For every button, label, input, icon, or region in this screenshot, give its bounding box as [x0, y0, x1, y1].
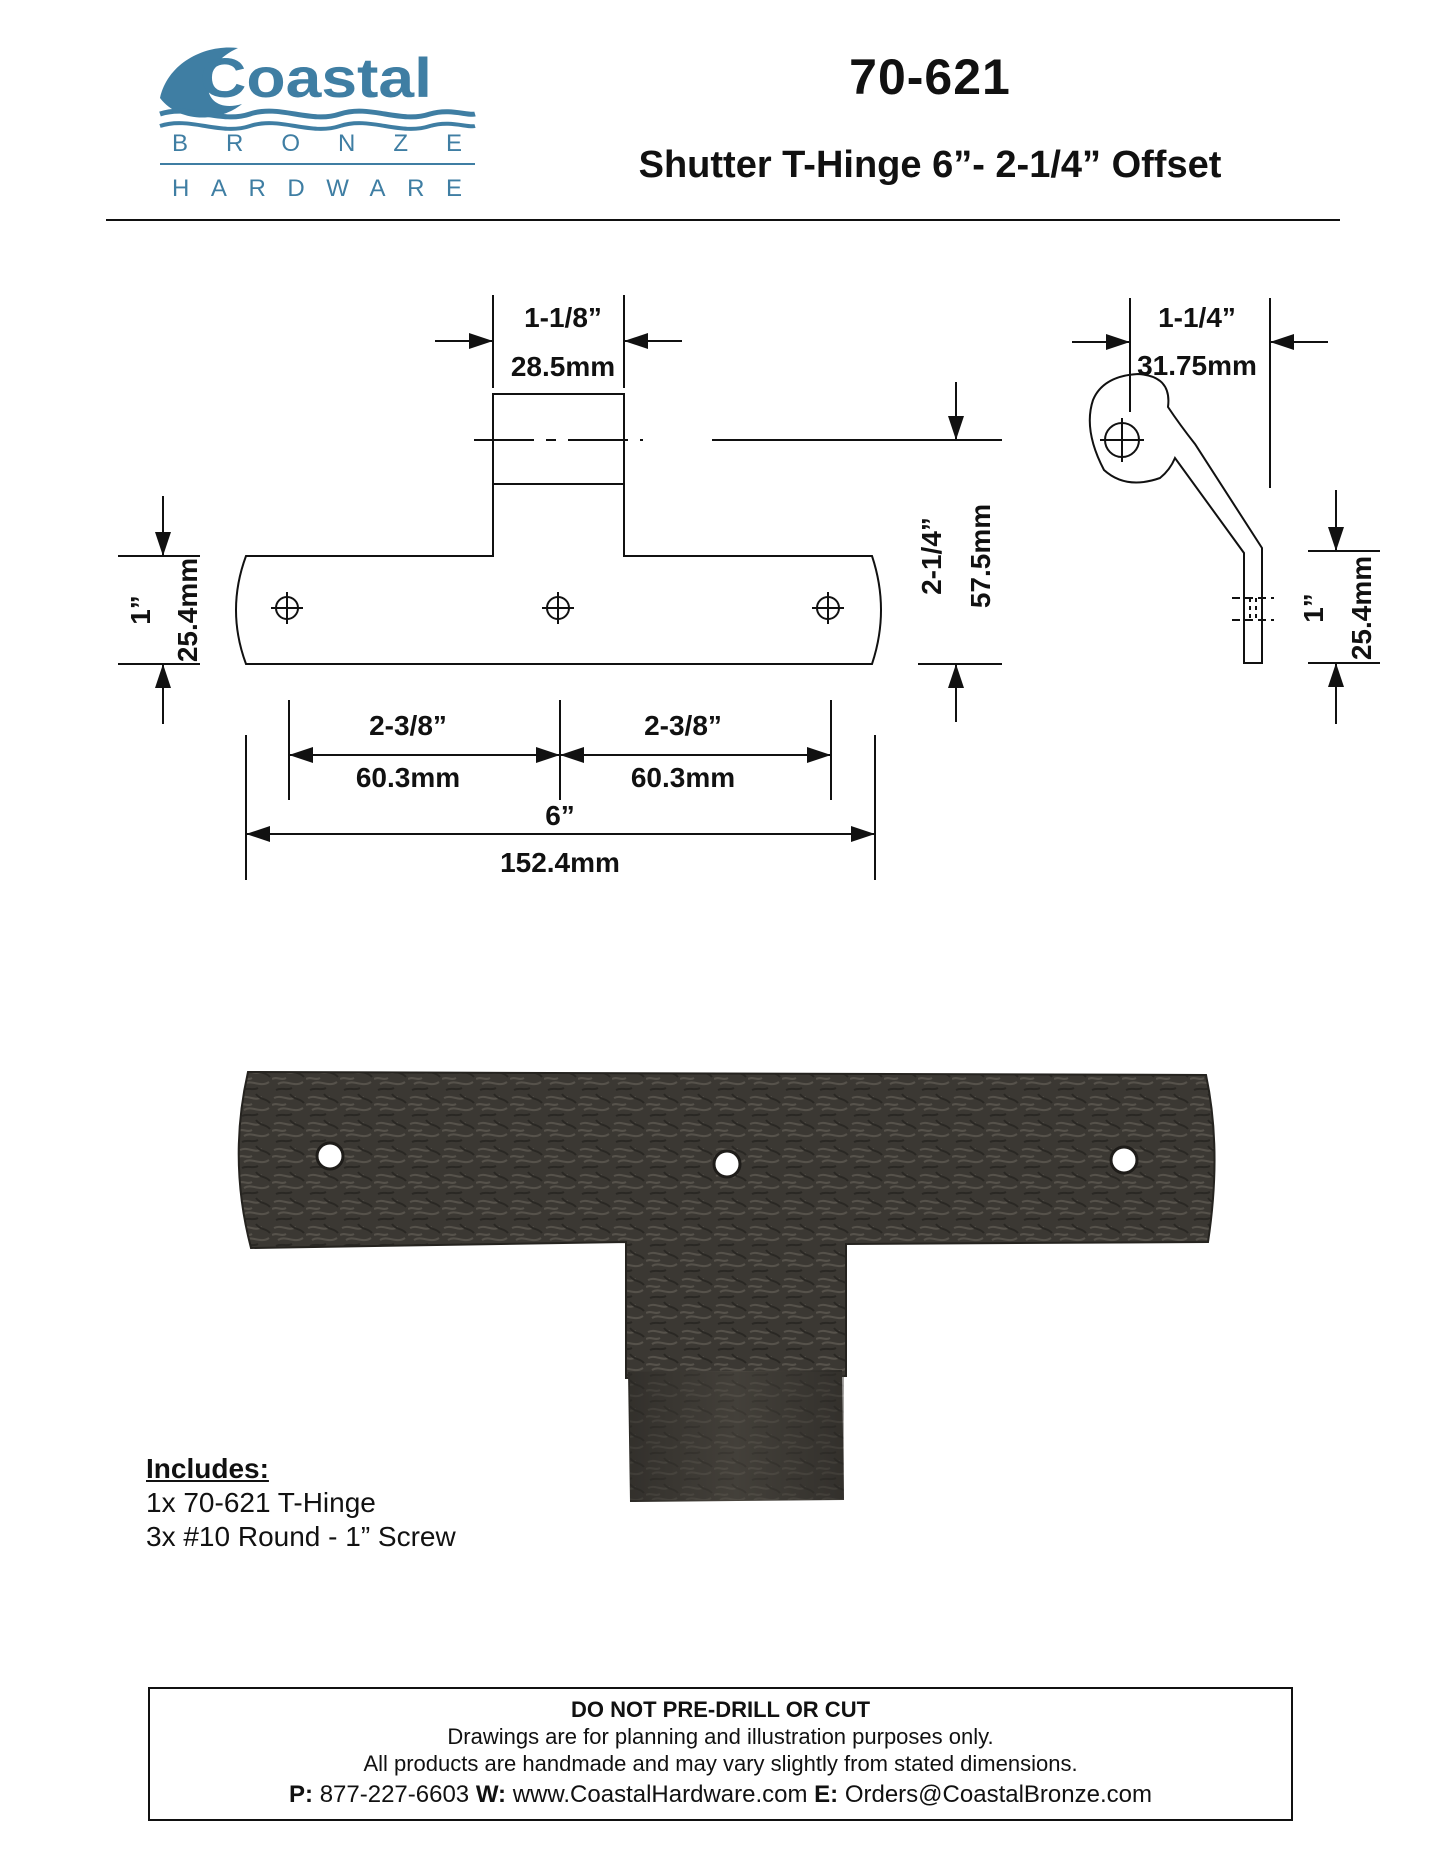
- includes-section: Includes: 1x 70-621 T-Hinge 3x #10 Round…: [146, 1452, 456, 1554]
- label-hole-spacing-left-mm: 60.3mm: [356, 762, 460, 793]
- includes-item: 3x #10 Round - 1” Screw: [146, 1521, 456, 1552]
- web-key: W:: [475, 1781, 507, 1808]
- screw-hole-right: [812, 592, 844, 624]
- email-key: E:: [814, 1781, 839, 1808]
- logo-divider: [160, 163, 475, 165]
- label-offset-in: 2-1/4”: [916, 517, 947, 595]
- label-tab-width-mm: 28.5mm: [511, 351, 615, 382]
- photo-hinge-strap: [237, 1070, 1216, 1380]
- label-offset-mm: 57.5mm: [965, 504, 996, 608]
- label-overall-length-in: 6”: [545, 800, 575, 831]
- logo-wave-line-2: [159, 121, 476, 131]
- phone-key: P:: [289, 1781, 314, 1808]
- side-view-outline: [1088, 372, 1263, 664]
- phone-number[interactable]: 877-227-6603: [319, 1781, 470, 1808]
- disclaimer-warning: DO NOT PRE-DRILL OR CUT: [570, 1697, 871, 1722]
- part-number: 70-621: [849, 49, 1011, 105]
- logo-wave-line-1: [159, 108, 476, 120]
- logo-wordmark: Coastal: [200, 46, 432, 109]
- photo-screw-hole-left: [315, 1141, 345, 1171]
- label-hole-spacing-left-in: 2-3/8”: [369, 710, 447, 741]
- label-tab-width-in: 1-1/8”: [524, 302, 602, 333]
- disclaimer-line-1: Drawings are for planning and illustrati…: [447, 1724, 994, 1749]
- label-strap-height-mm: 25.4mm: [172, 558, 203, 662]
- logo-wave-c: [160, 47, 242, 118]
- contact-line: P: 877-227-6603 W: www.CoastalHardware.c…: [150, 1778, 1291, 1812]
- photo-screw-hole-center: [712, 1149, 742, 1179]
- photo-screw-hole-right: [1109, 1145, 1139, 1175]
- screw-hole-left: [271, 592, 303, 624]
- coastal-bronze-hardware-logo: Coastal BRONZE HARDWARE: [159, 46, 476, 202]
- label-hole-spacing-right-mm: 60.3mm: [631, 762, 735, 793]
- product-title: Shutter T-Hinge 6”- 2-1/4” Offset: [638, 144, 1222, 186]
- disclaimer-box: DO NOT PRE-DRILL OR CUT Drawings are for…: [148, 1687, 1293, 1821]
- technical-drawings: 1-1/8” 28.5mm 1” 25.4mm 2-1/4” 57.5mm 2-…: [118, 295, 1380, 880]
- hinge-product-photo: [237, 1070, 1216, 1502]
- header-divider: [106, 219, 1340, 221]
- side-label-strap-height-mm: 25.4mm: [1346, 556, 1377, 660]
- side-view: [1072, 298, 1380, 724]
- front-view: [118, 295, 1002, 880]
- photo-knuckle-texture: [630, 1372, 844, 1500]
- side-label-depth-mm: 31.75mm: [1137, 350, 1257, 381]
- front-view-outline: [235, 393, 882, 665]
- label-overall-length-mm: 152.4mm: [500, 847, 620, 878]
- screw-hole-center: [542, 592, 574, 624]
- email-link[interactable]: Orders@CoastalBronze.com: [844, 1781, 1152, 1808]
- website-link[interactable]: www.CoastalHardware.com: [512, 1781, 808, 1808]
- disclaimer-line-2: All products are handmade and may vary s…: [363, 1751, 1078, 1776]
- label-hole-spacing-right-in: 2-3/8”: [644, 710, 722, 741]
- side-label-depth-in: 1-1/4”: [1158, 302, 1236, 333]
- side-label-strap-height-in: 1”: [1298, 593, 1329, 623]
- includes-item: 1x 70-621 T-Hinge: [146, 1487, 376, 1518]
- includes-heading: Includes:: [146, 1453, 269, 1484]
- label-strap-height-in: 1”: [125, 595, 156, 625]
